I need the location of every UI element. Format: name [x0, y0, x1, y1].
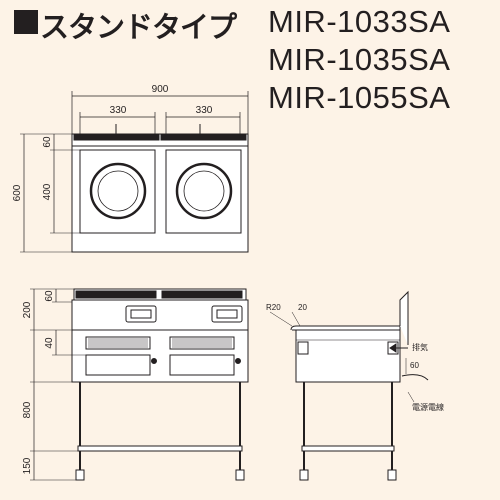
label-exhaust: 排気: [412, 342, 428, 352]
dim-right-zone: 330: [196, 105, 213, 116]
model-number: MIR-1033SA: [268, 4, 451, 39]
dim-radius: R20: [266, 303, 281, 312]
dim-zone-depth: 400: [42, 183, 53, 200]
dim-exhaust: 60: [410, 361, 419, 370]
model-number: MIR-1035SA: [268, 42, 451, 77]
dim-height: 800: [22, 401, 33, 418]
dim-left-zone: 330: [110, 105, 127, 116]
dim-top-inner: 60: [44, 290, 55, 302]
page-title: スタンドタイプ: [40, 12, 237, 44]
dim-edge: 20: [298, 303, 307, 312]
dim-depth: 600: [12, 184, 23, 201]
front-view: [30, 288, 249, 481]
dim-gap: 40: [44, 337, 55, 349]
dim-width: 900: [152, 84, 169, 95]
label-power-cable: 電源電線: [412, 402, 444, 412]
header-square-icon: [14, 10, 38, 34]
top-view: [20, 91, 249, 253]
side-view: [269, 290, 429, 481]
dim-bottom: 150: [22, 457, 33, 474]
model-number: MIR-1055SA: [268, 80, 451, 115]
dim-rear: 60: [42, 136, 53, 148]
dim-top: 200: [22, 301, 33, 318]
